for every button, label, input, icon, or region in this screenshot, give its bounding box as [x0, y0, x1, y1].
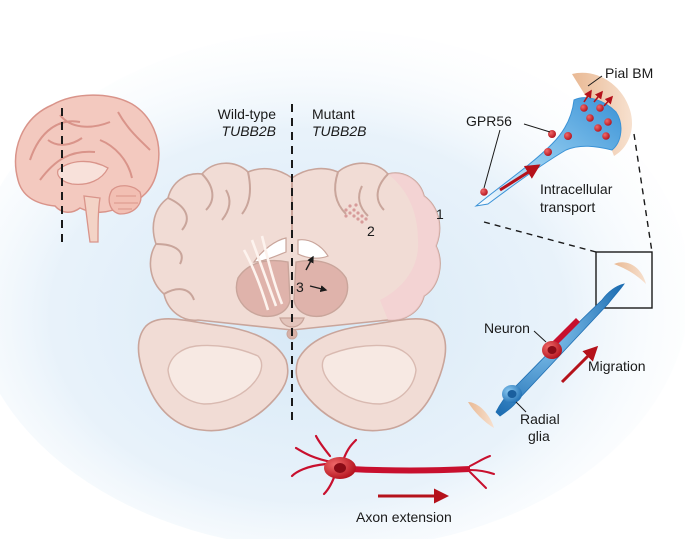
marker-3-arrow-up: [305, 255, 314, 271]
radial-label: Radial: [520, 411, 560, 427]
glia-label: glia: [528, 428, 550, 444]
migration-arrow: [560, 345, 599, 384]
marker-2-label: 2: [367, 223, 375, 239]
gpr56-delivery-arrows: [583, 89, 614, 107]
axon-extension-label: Axon extension: [356, 509, 452, 525]
zoom-box: [595, 251, 653, 309]
gpr56-pointer-2: [523, 123, 551, 133]
gpr56-vesicles: [480, 104, 612, 196]
pial-bm-label: Pial BM: [605, 65, 653, 81]
transport-arrow: [499, 164, 541, 192]
intracellular-label: Intracellular: [540, 181, 613, 197]
transport-label: transport: [540, 199, 595, 215]
gpr56-pointer: [483, 129, 501, 189]
ventricle-right: [297, 239, 329, 259]
sagittal-brain-icon: [14, 94, 160, 243]
wild-type-label: Wild-type: [218, 106, 277, 122]
pial-membrane-box: [614, 262, 646, 284]
ventricle-left: [252, 237, 287, 263]
gpr56-label: GPR56: [466, 113, 512, 129]
neuron-label: Neuron: [484, 320, 530, 336]
marker-1-label: 1: [436, 206, 444, 222]
radial-glia-nucleus: [507, 390, 517, 398]
heterotopia-marker-2: [344, 203, 368, 224]
mutant-label: Mutant: [312, 106, 355, 122]
marker-3-arrow-right: [309, 285, 328, 293]
zoom-line-left: [483, 221, 597, 253]
radial-glia-pointer: [515, 401, 527, 413]
mutant-cortex-tint: [380, 173, 440, 321]
migration-label: Migration: [588, 358, 646, 374]
neuron-nucleus: [547, 346, 557, 354]
coronal-brain-section: [137, 162, 447, 432]
neuron-pointer: [533, 330, 547, 343]
pial-bm-pointer: [587, 75, 603, 87]
wild-type-gene-label: TUBB2B: [222, 123, 276, 139]
wild-type-fibres: [242, 235, 284, 311]
wild-type-sulci: [155, 171, 251, 301]
deep-nuclei-left: [235, 259, 291, 318]
pial-membrane-bottom: [468, 402, 494, 428]
zoom-line-right: [633, 133, 653, 253]
mutant-sulci: [334, 171, 389, 217]
mutant-gene-label: TUBB2B: [312, 123, 366, 139]
marker-3-label: 3: [296, 279, 304, 295]
axon-neuron: [290, 434, 495, 496]
